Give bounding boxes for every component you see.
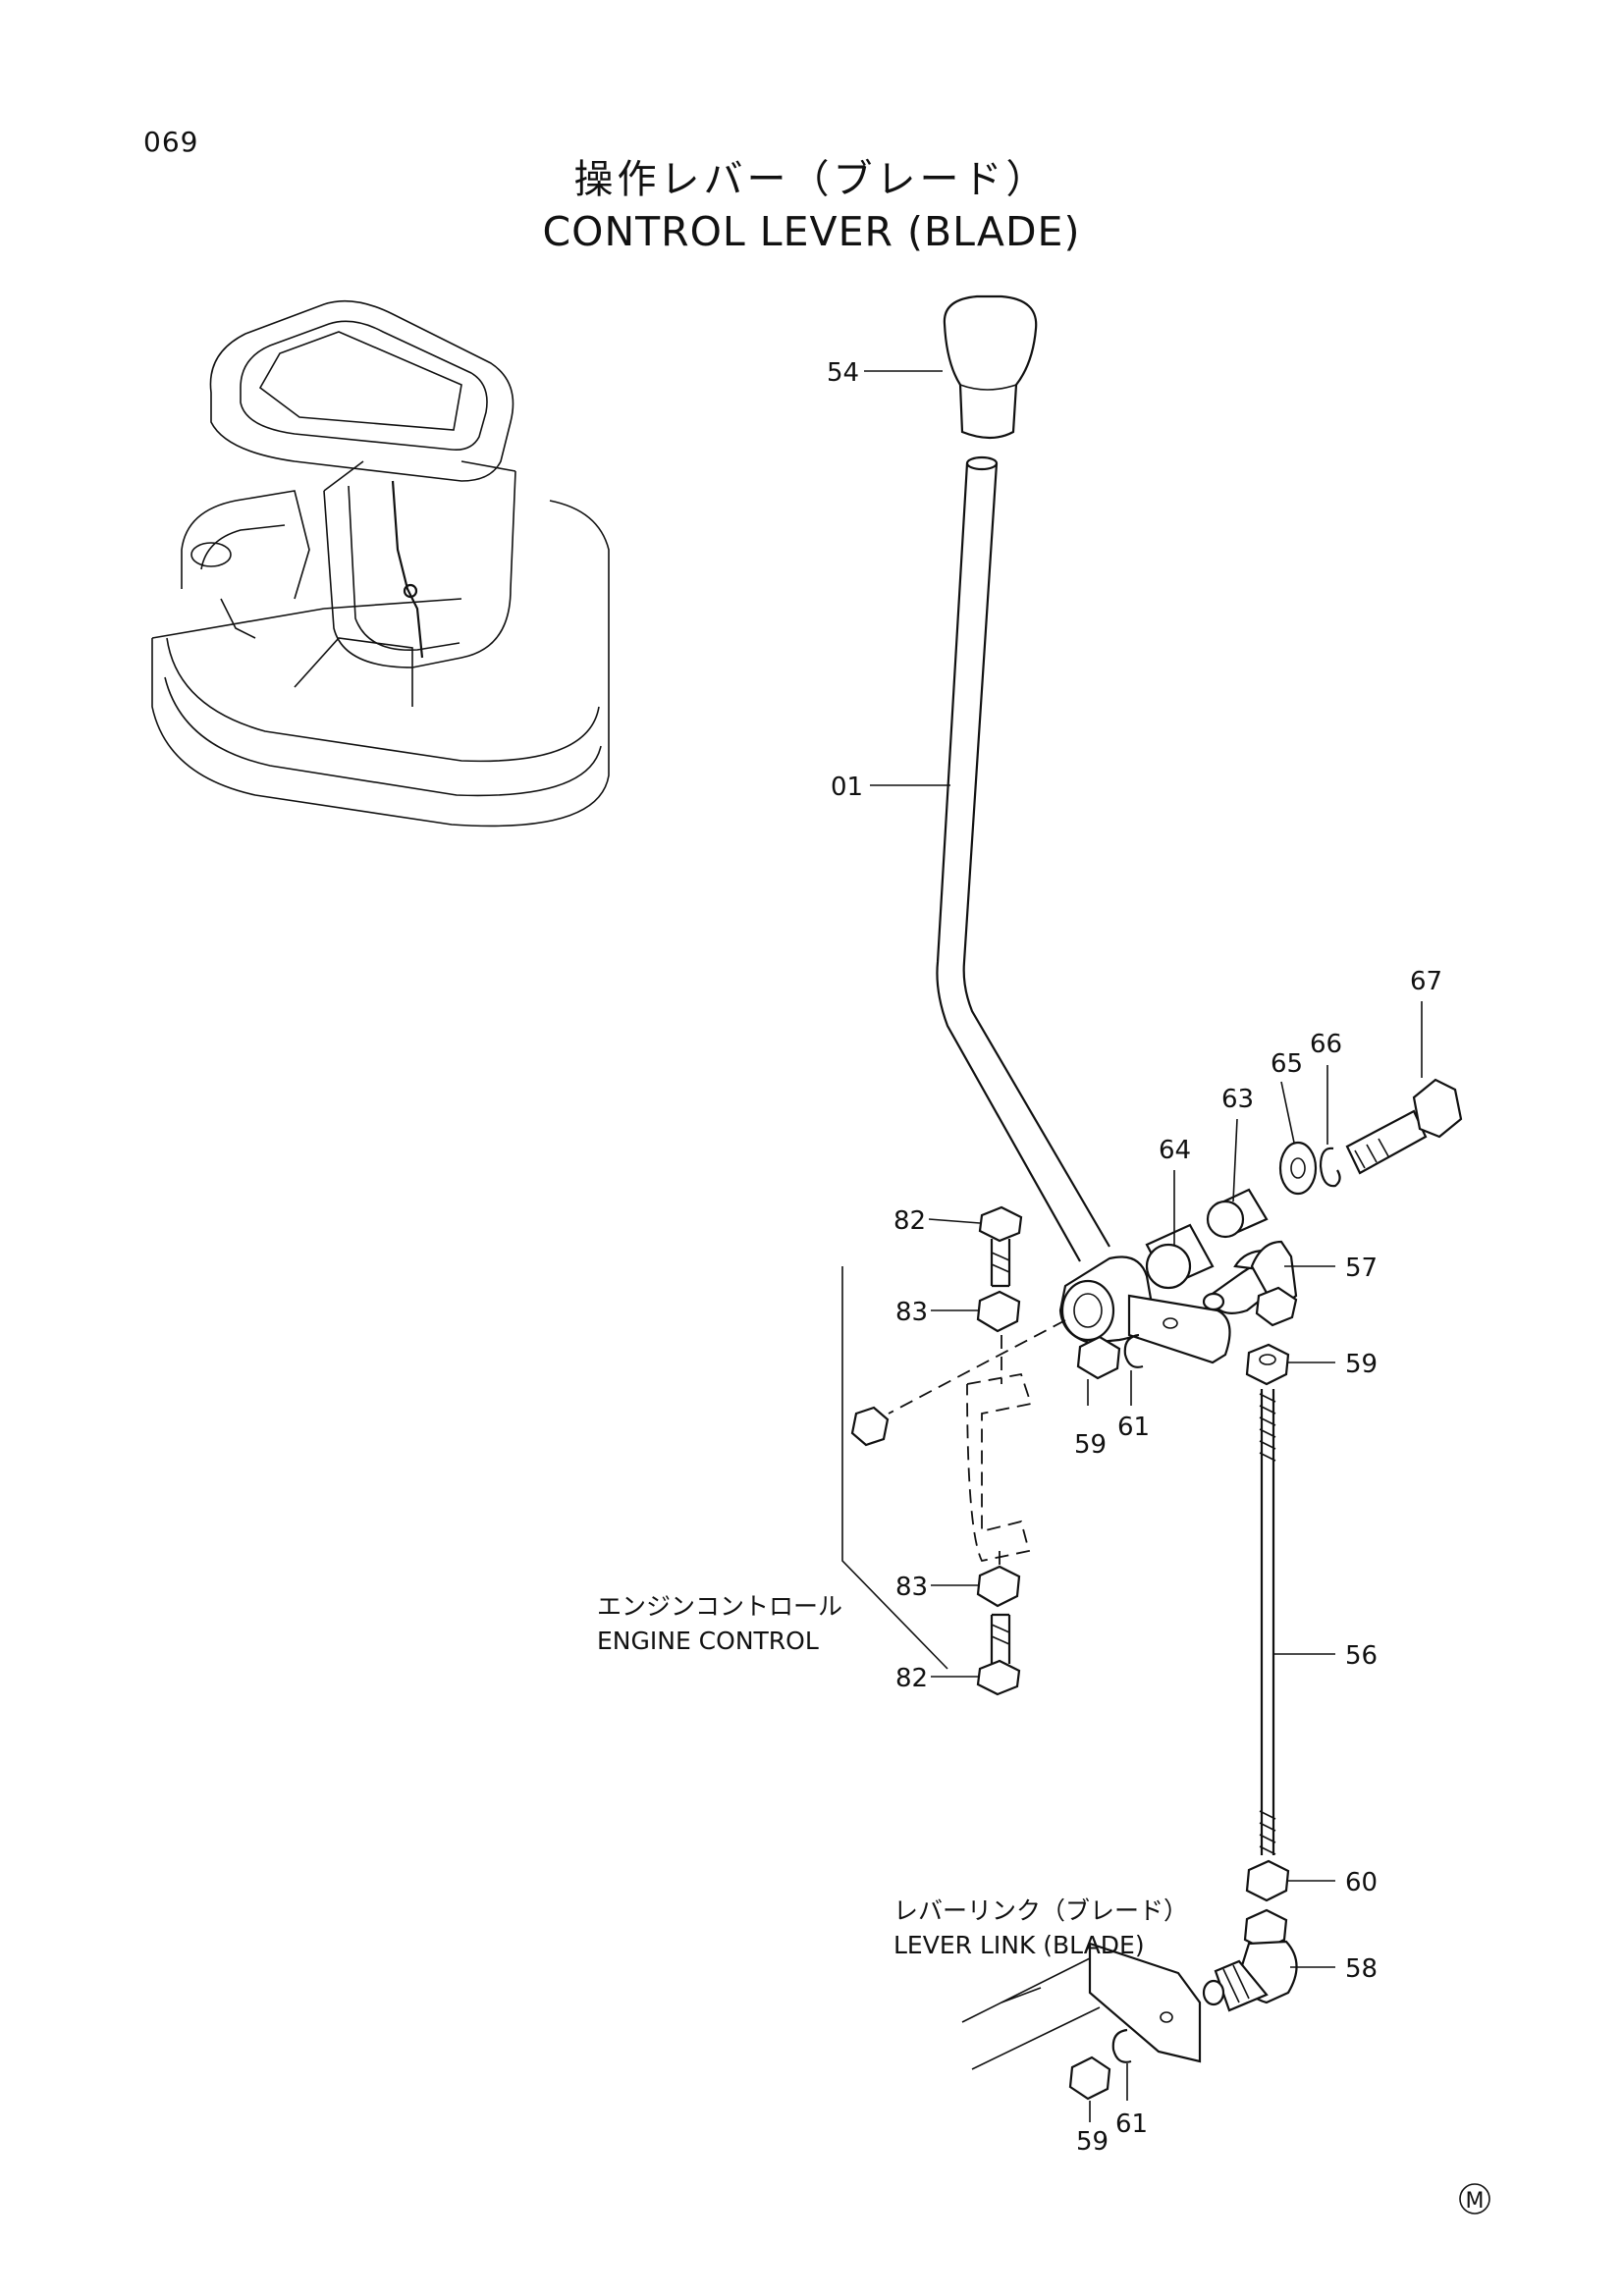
seat-console-overview [151, 299, 610, 828]
hex-nut-left [850, 1406, 890, 1447]
callout-01: 01 [831, 773, 863, 802]
bolt-82-upper [978, 1205, 1023, 1288]
callout-65: 65 [1271, 1049, 1303, 1079]
note-lever-link-jp: レバーリンク（ブレード） [893, 1896, 1188, 1925]
collar-63 [1206, 1188, 1269, 1239]
callout-82-lower: 82 [895, 1664, 928, 1693]
callout-59-right: 59 [1345, 1350, 1378, 1379]
callout-82-upper: 82 [893, 1206, 926, 1236]
bolt-67 [1345, 1078, 1463, 1175]
lever-hub [1058, 1255, 1231, 1364]
engine-control-boundary [841, 1266, 948, 1670]
callout-58: 58 [1345, 1954, 1378, 1984]
callout-64: 64 [1159, 1136, 1191, 1165]
nut-83-lower [976, 1565, 1021, 1608]
spring-washer-66 [1319, 1147, 1341, 1188]
callout-60: 60 [1345, 1868, 1378, 1897]
callout-83-lower: 83 [895, 1573, 928, 1602]
note-engine-control-en: ENGINE CONTROL [597, 1627, 819, 1655]
callout-labels: 54 01 67 66 65 63 64 82 57 83 59 59 61 8… [827, 358, 1442, 2157]
callout-59-lower: 59 [1076, 2127, 1109, 2157]
washer-65 [1278, 1141, 1318, 1196]
footer-mark-letter: M [1466, 2189, 1485, 2214]
nut-83-upper [976, 1290, 1021, 1333]
callout-83-upper: 83 [895, 1298, 928, 1327]
knob-54 [943, 294, 1038, 440]
ball-joint-57 [1202, 1240, 1298, 1327]
engine-control-bracket-dashed [966, 1335, 1033, 1580]
ball-joint-58 [1202, 1908, 1298, 2012]
lever-assembly [841, 294, 1463, 2101]
callout-66: 66 [1310, 1030, 1342, 1059]
bolt-82-lower [976, 1613, 1021, 1696]
title-japanese: 操作レバー（ブレード） [573, 157, 1050, 202]
footer-mark: M [1459, 2183, 1490, 2215]
callout-57: 57 [1345, 1254, 1378, 1283]
spring-washer-61-upper [1123, 1333, 1144, 1368]
callout-59-upper: 59 [1074, 1430, 1107, 1460]
callout-56: 56 [1345, 1641, 1378, 1671]
nut-60 [1245, 1859, 1290, 1902]
callout-67: 67 [1410, 967, 1442, 996]
page-number: 069 [143, 126, 199, 158]
bushing-64 [1145, 1223, 1215, 1290]
notes: エンジンコントロール ENGINE CONTROL レバーリンク（ブレード） L… [597, 1592, 1188, 1959]
spring-washer-61-lower [1111, 2028, 1132, 2063]
nut-59-rod [1245, 1343, 1290, 1386]
note-lever-link-en: LEVER LINK (BLADE) [893, 1931, 1145, 1959]
lower-bracket [961, 1942, 1202, 2070]
callout-61-upper: 61 [1117, 1413, 1150, 1442]
leader-lines [864, 370, 1423, 2122]
title-english: CONTROL LEVER (BLADE) [542, 208, 1081, 255]
callout-61-lower: 61 [1115, 2109, 1148, 2139]
callout-54: 54 [827, 358, 859, 388]
nut-59-lower [1068, 2056, 1111, 2101]
threaded-rod-56 [1259, 1389, 1276, 1855]
nut-59-upper [1076, 1335, 1121, 1380]
callout-63: 63 [1221, 1085, 1254, 1114]
note-engine-control-jp: エンジンコントロール [597, 1592, 842, 1621]
lever-rod-01 [936, 455, 1110, 1262]
